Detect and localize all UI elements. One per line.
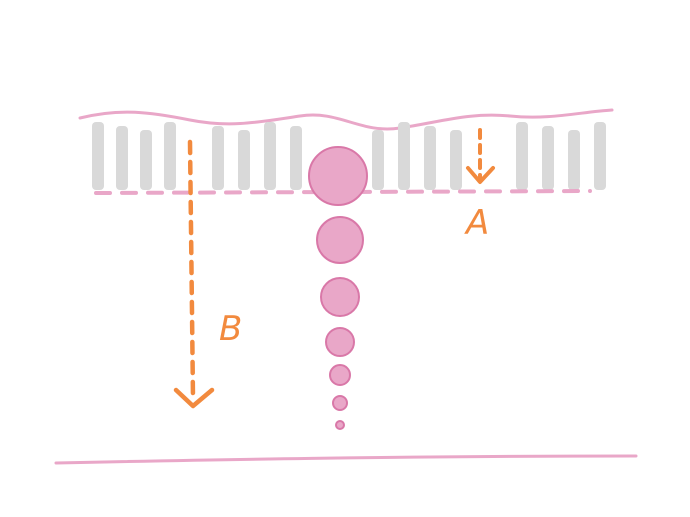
circle <box>335 420 345 430</box>
bristle <box>140 130 152 190</box>
label-a: A <box>466 203 490 243</box>
circle <box>329 364 351 386</box>
baseline-line <box>54 454 638 465</box>
bristle <box>424 126 436 190</box>
arrow-a <box>466 128 495 184</box>
bristle <box>238 130 250 190</box>
bristle <box>264 122 276 190</box>
arrow-b <box>173 139 215 409</box>
circle <box>316 216 364 264</box>
bristle <box>516 122 528 190</box>
bristle <box>542 126 554 190</box>
bristle <box>92 122 104 190</box>
label-b: B <box>219 309 243 349</box>
bristle-layer <box>92 122 606 190</box>
circle <box>320 277 360 317</box>
wavy-surface-line <box>78 108 614 131</box>
bristle <box>116 126 128 190</box>
circle <box>308 146 368 206</box>
circle <box>332 395 348 411</box>
bristle <box>450 130 462 190</box>
bristle <box>568 130 580 190</box>
bristle <box>398 122 410 190</box>
circle-column <box>308 146 368 430</box>
bristle <box>290 126 302 190</box>
bristle <box>372 130 384 190</box>
bristle <box>164 122 176 190</box>
bristle <box>212 126 224 190</box>
bristle <box>594 122 606 190</box>
circle <box>325 327 355 357</box>
